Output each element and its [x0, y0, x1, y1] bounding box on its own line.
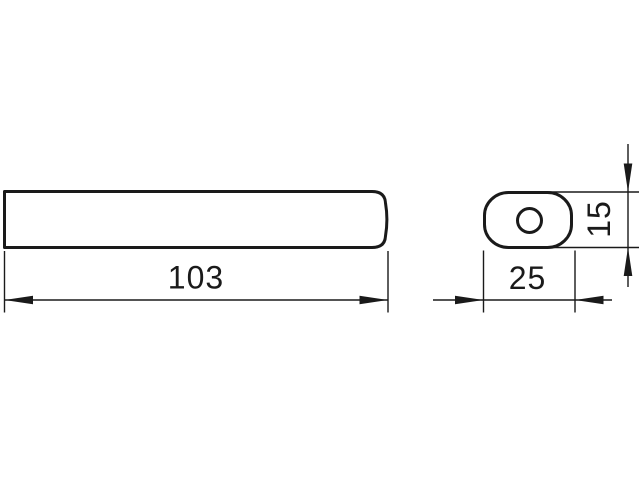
dimension-label-height: 15 [581, 200, 617, 238]
arrowhead-width-right [575, 295, 604, 305]
dimension-width: 25 [433, 250, 612, 313]
dimension-height: 15 [548, 144, 639, 287]
arrowhead-width-left [455, 295, 484, 305]
side-view [3, 190, 389, 249]
dimension-label-width: 25 [509, 260, 547, 296]
arrowhead-length-right [359, 295, 388, 305]
dimension-label-length: 103 [168, 260, 224, 296]
hole-circle [516, 207, 543, 234]
side-view-outline [3, 190, 389, 249]
arrowhead-length-left [4, 295, 33, 305]
arrowhead-height-top [623, 163, 633, 192]
cross-section-view [483, 191, 573, 249]
dimension-length: 103 [3, 251, 389, 313]
arrowhead-height-bottom [623, 247, 633, 276]
